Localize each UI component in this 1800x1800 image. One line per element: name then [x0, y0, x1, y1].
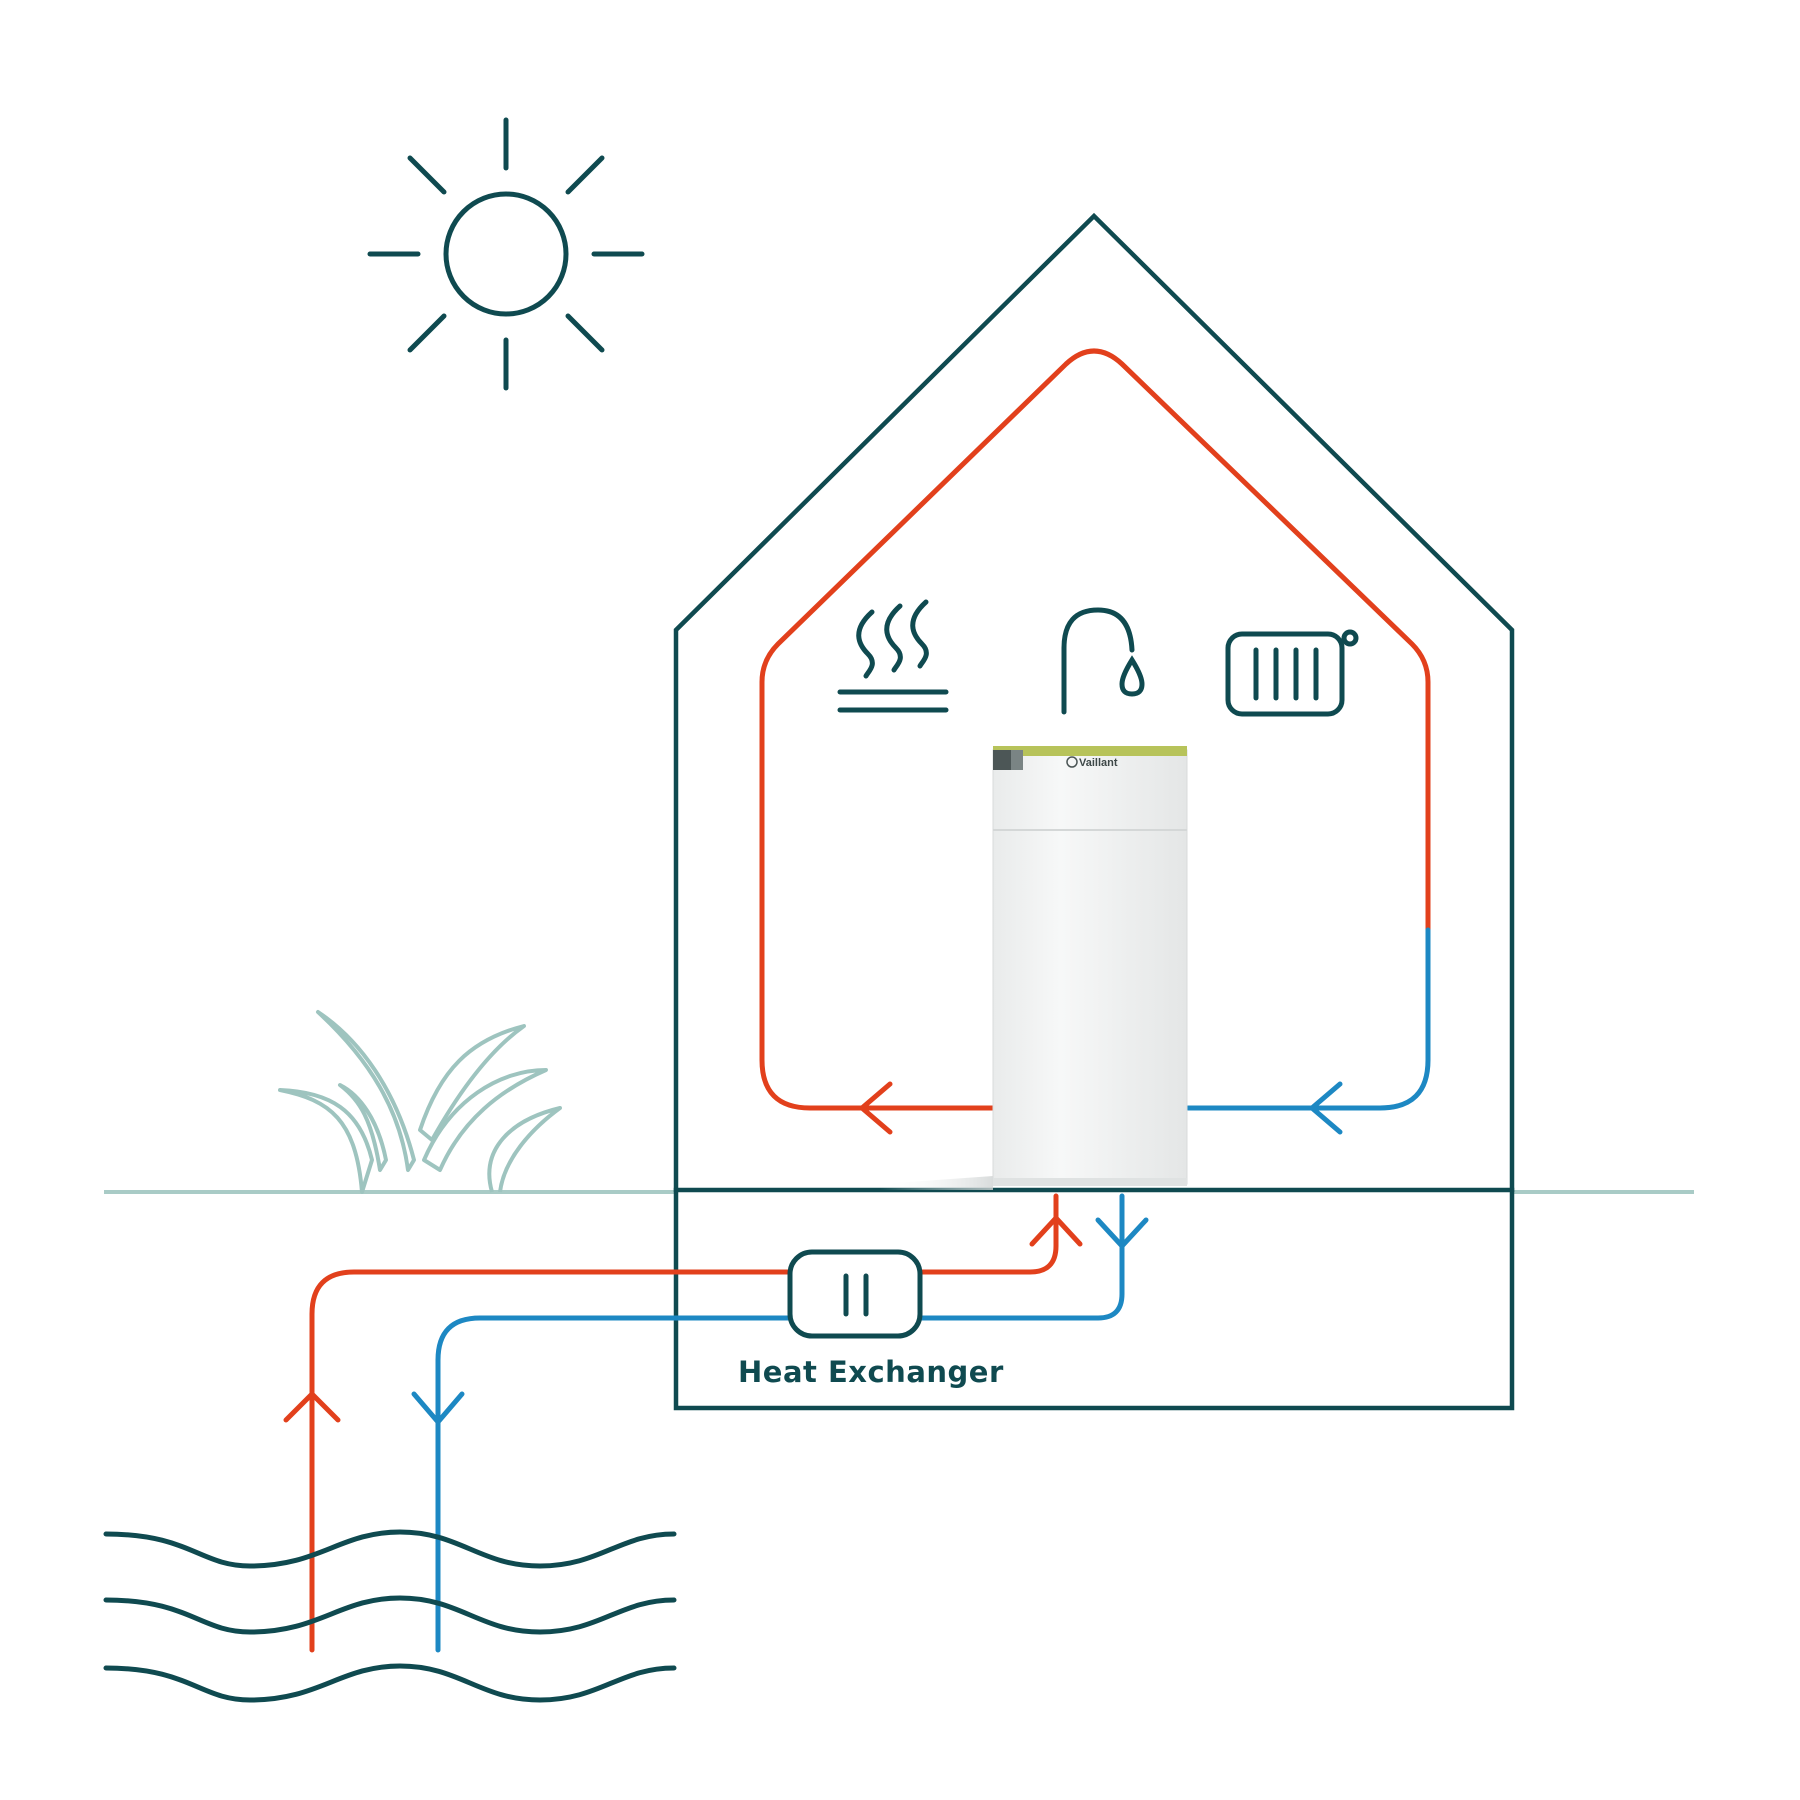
water-waves-icon: [103, 1529, 677, 1703]
house-outline: [673, 212, 1515, 1411]
sun-icon: [367, 117, 645, 391]
hot-water-tap-icon: [1061, 607, 1145, 715]
source-circuit: [283, 1193, 1149, 1653]
unit-brand-label: Vaillant: [1079, 757, 1118, 769]
plant-icon: [278, 1010, 562, 1194]
radiator-icon: [1225, 629, 1359, 717]
underfloor-heating-icon: [837, 599, 949, 713]
heating-circuit: [759, 348, 1431, 1135]
heat-exchanger-label: Heat Exchanger: [738, 1355, 1004, 1389]
heat-exchanger-icon: [787, 1249, 923, 1339]
heat-pump-unit: Vaillant: [880, 746, 1188, 1190]
